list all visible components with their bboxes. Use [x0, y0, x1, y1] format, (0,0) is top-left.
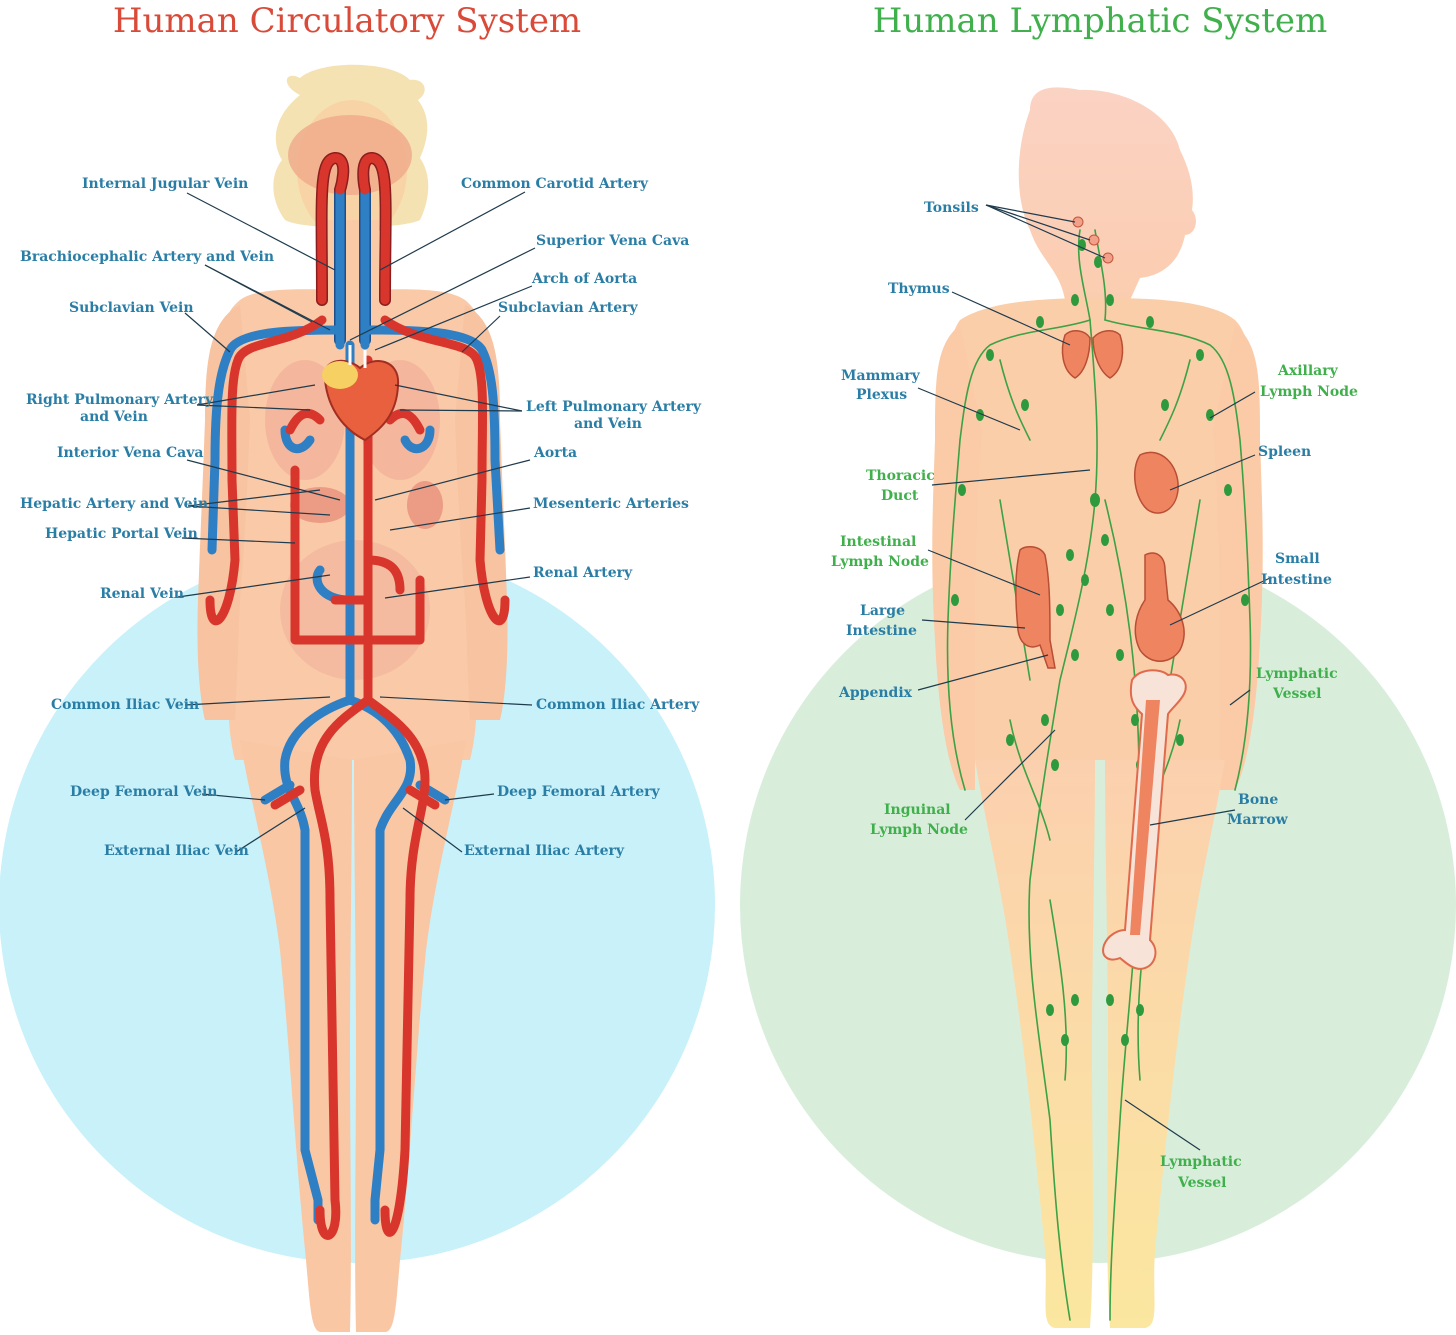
label-renal-artery: Renal Artery: [533, 565, 633, 581]
label-bone-marrow-2: Marrow: [1227, 812, 1289, 828]
label-deep-femoral-vein: Deep Femoral Vein: [70, 784, 217, 800]
spleen-icon: [1133, 451, 1179, 514]
large-intestine-icon: [1015, 545, 1056, 669]
lymphatic-labels: Tonsils Thymus Mammary Plexus Axillary L…: [831, 200, 1358, 1191]
label-lymphatic-vessel-1b: Vessel: [1272, 686, 1321, 702]
label-hepatic-portal-vein: Hepatic Portal Vein: [45, 526, 198, 542]
label-tonsils: Tonsils: [924, 200, 979, 216]
label-renal-vein: Renal Vein: [100, 586, 184, 602]
label-common-iliac-vein: Common Iliac Vein: [51, 697, 199, 713]
label-small-intestine-1: Small: [1275, 551, 1320, 567]
label-axillary-1: Axillary: [1277, 363, 1339, 379]
label-left-pulmonary-1: Left Pulmonary Artery: [526, 399, 702, 415]
label-brachiocephalic: Brachiocephalic Artery and Vein: [20, 249, 274, 265]
small-intestine-icon: [1134, 552, 1185, 662]
label-mammary-1: Mammary: [841, 368, 921, 384]
right-background-circle: [740, 547, 1456, 1263]
label-internal-jugular-vein: Internal Jugular Vein: [82, 176, 248, 192]
label-thoracic-2: Duct: [881, 488, 919, 504]
lymphatic-title: Human Lymphatic System: [873, 1, 1327, 41]
label-subclavian-vein: Subclavian Vein: [69, 300, 194, 316]
label-mesenteric-arteries: Mesenteric Arteries: [533, 496, 689, 512]
label-common-iliac-artery: Common Iliac Artery: [536, 697, 700, 713]
label-large-intestine-1: Large: [860, 603, 905, 619]
label-inguinal-2: Lymph Node: [870, 822, 968, 838]
label-spleen: Spleen: [1258, 444, 1311, 460]
label-left-pulmonary-2: and Vein: [574, 416, 642, 432]
label-small-intestine-2: Intestine: [1261, 572, 1332, 588]
label-external-iliac-vein: External Iliac Vein: [104, 843, 249, 859]
label-common-carotid-artery: Common Carotid Artery: [461, 176, 649, 192]
label-subclavian-artery: Subclavian Artery: [498, 300, 639, 316]
label-arch-of-aorta: Arch of Aorta: [531, 271, 637, 287]
label-hepatic-artery-vein: Hepatic Artery and Vein: [20, 496, 208, 512]
label-external-iliac-artery: External Iliac Artery: [464, 843, 625, 859]
label-intestinal-1: Intestinal: [840, 534, 916, 550]
label-superior-vena-cava: Superior Vena Cava: [536, 233, 689, 249]
tonsils-icon: [1072, 216, 1114, 264]
circulatory-labels: Internal Jugular Vein Common Carotid Art…: [20, 176, 702, 859]
circulatory-title: Human Circulatory System: [113, 1, 581, 41]
label-lymphatic-vessel-1a: Lymphatic: [1256, 666, 1338, 682]
bone-marrow-icon: [1102, 669, 1187, 970]
heart-icon: [322, 345, 400, 442]
label-thymus: Thymus: [888, 281, 950, 297]
lymph-nodes: [951, 239, 1249, 1046]
label-bone-marrow-1: Bone: [1238, 792, 1278, 808]
label-appendix: Appendix: [838, 685, 913, 701]
label-axillary-2: Lymph Node: [1260, 384, 1358, 400]
label-interior-vena-cava: Interior Vena Cava: [57, 445, 203, 461]
label-aorta: Aorta: [533, 445, 577, 461]
label-deep-femoral-artery: Deep Femoral Artery: [497, 784, 660, 800]
label-mammary-2: Plexus: [856, 387, 907, 403]
label-lymphatic-vessel-2a: Lymphatic: [1160, 1154, 1242, 1170]
label-intestinal-2: Lymph Node: [831, 554, 929, 570]
thymus-icon: [1061, 330, 1124, 379]
label-right-pulmonary-1: Right Pulmonary Artery: [26, 392, 214, 408]
label-large-intestine-2: Intestine: [846, 623, 917, 639]
label-right-pulmonary-2: and Vein: [80, 409, 148, 425]
label-thoracic-1: Thoracic: [866, 468, 935, 484]
label-inguinal-1: Inguinal: [884, 802, 951, 818]
label-lymphatic-vessel-2b: Vessel: [1177, 1175, 1226, 1191]
